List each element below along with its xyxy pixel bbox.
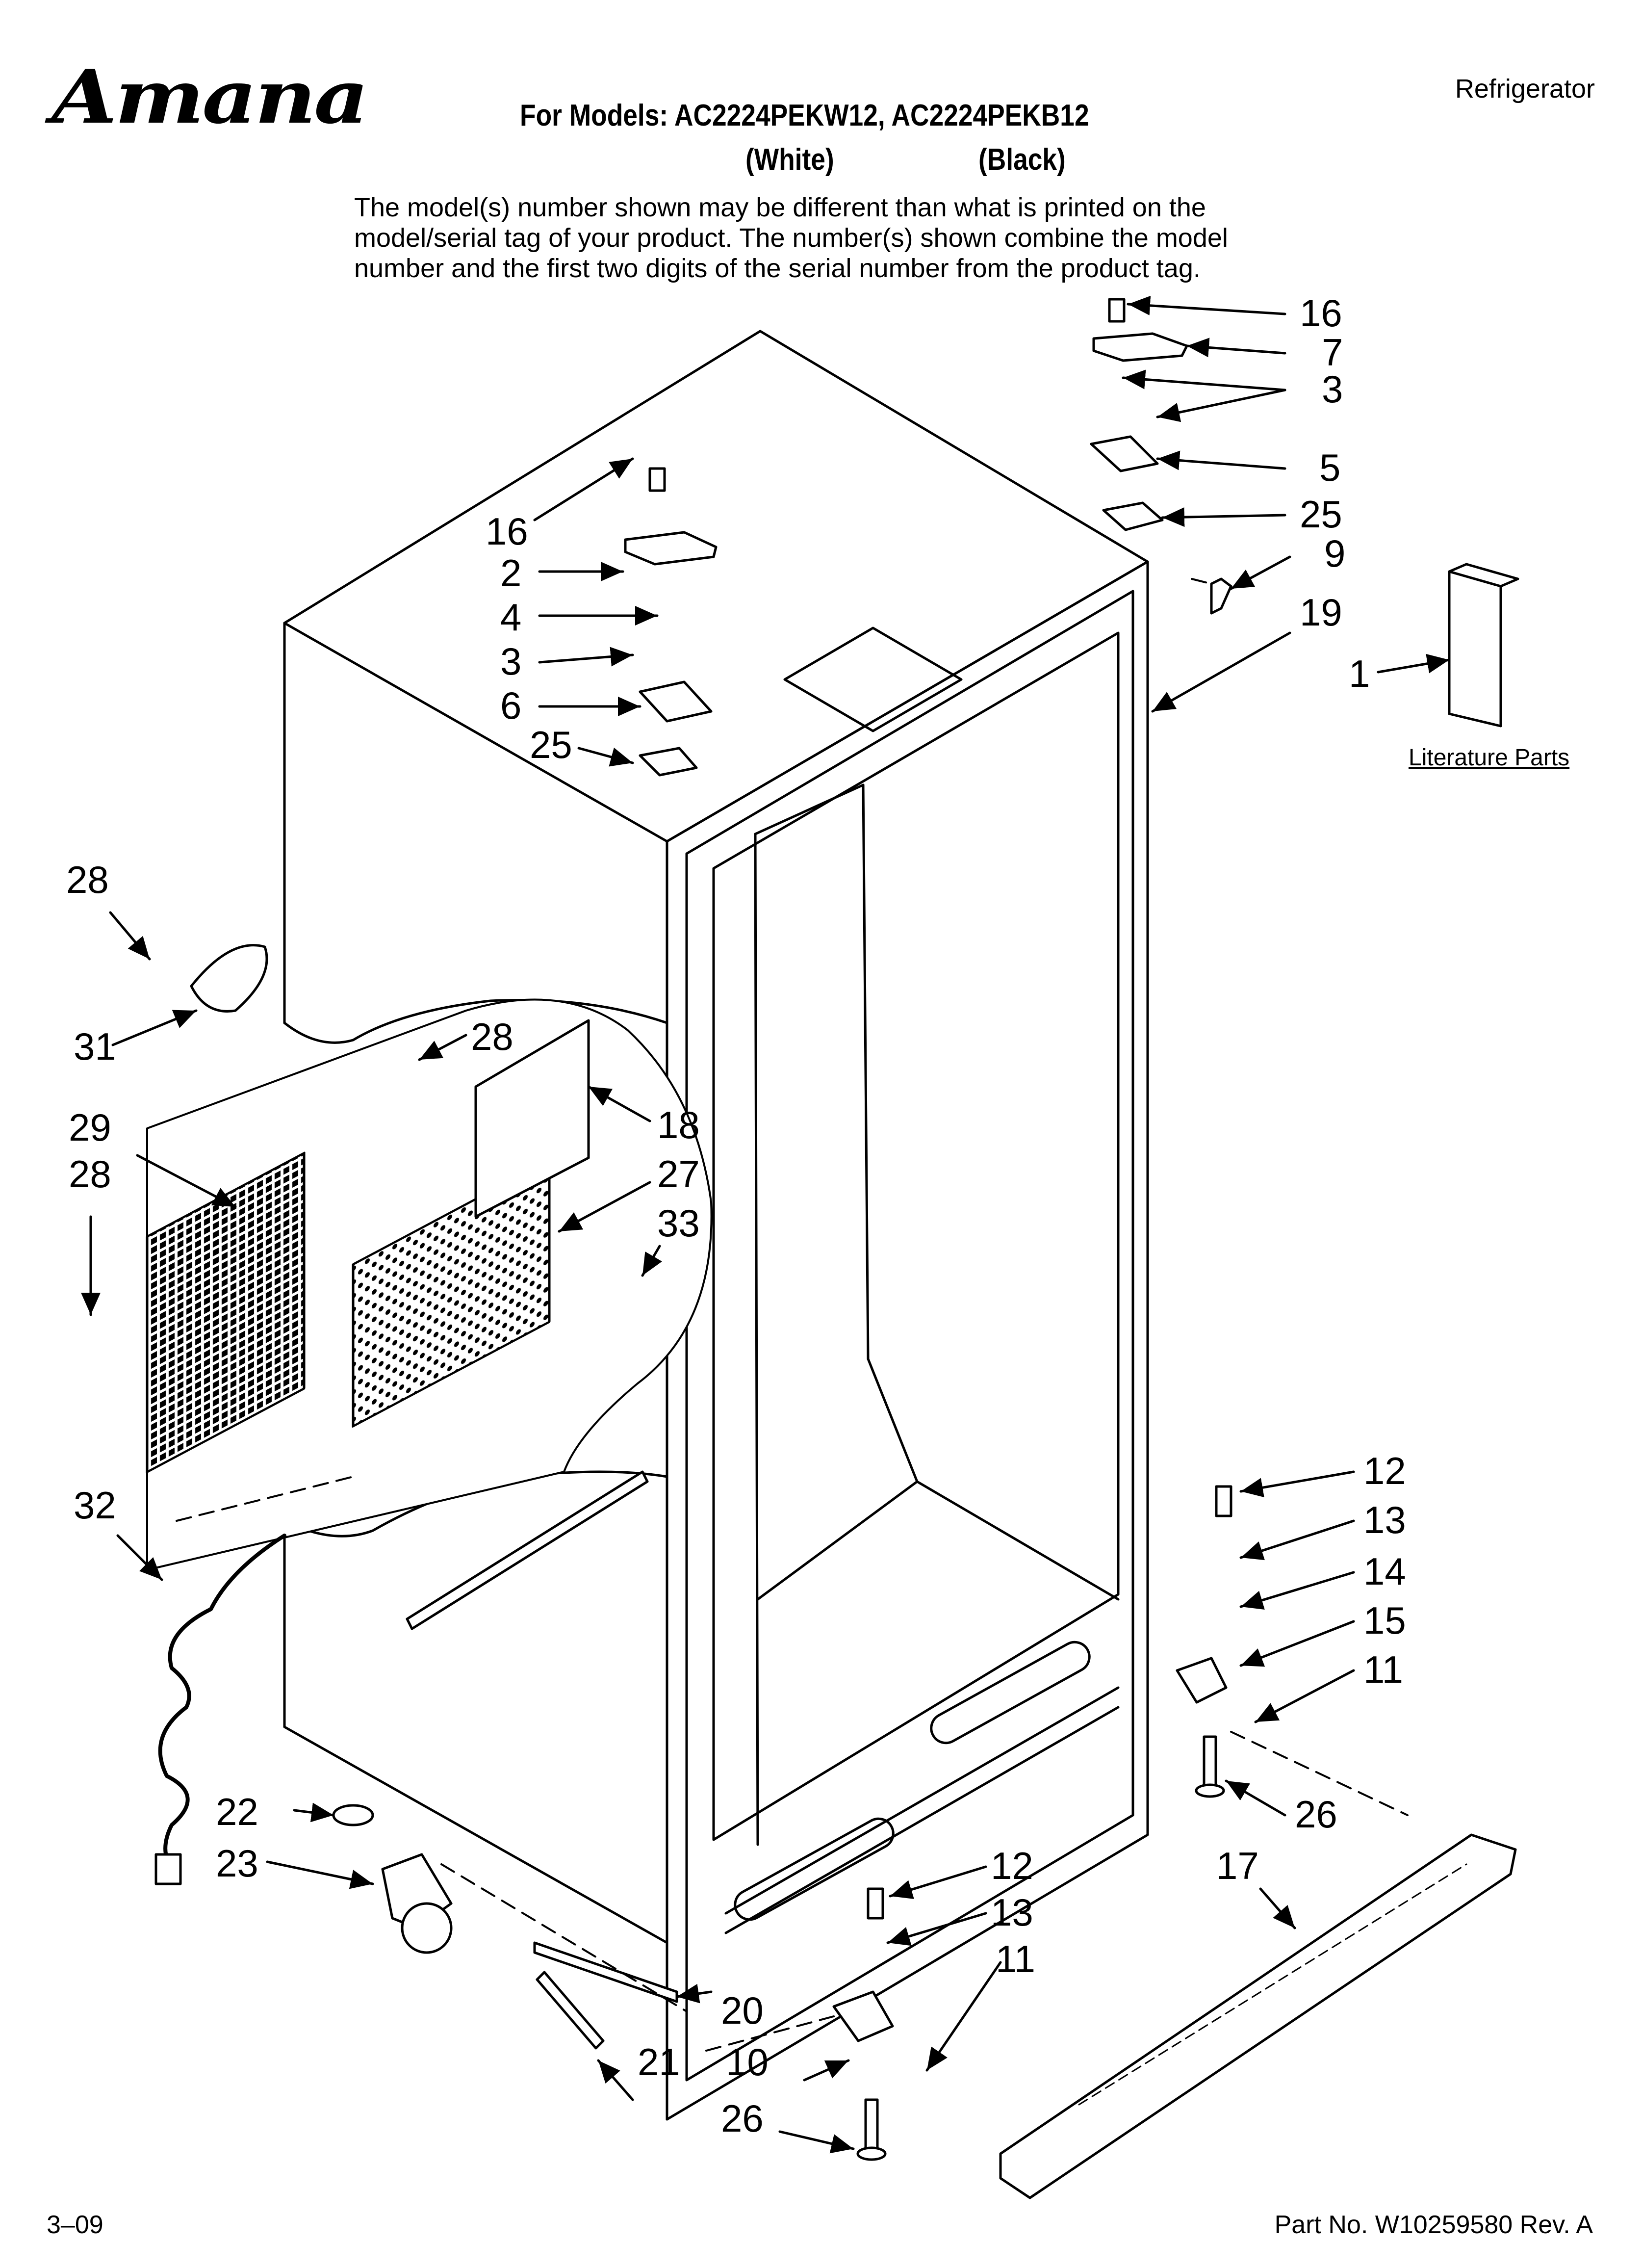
callout-29: 29 (69, 1106, 111, 1149)
condenser-filter-pad (352, 1158, 551, 1428)
base-grille (999, 1833, 1517, 2199)
callout-23: 23 (216, 1842, 258, 1885)
color-white-label: (White) (745, 143, 834, 177)
callout-19: 19 (1300, 591, 1342, 634)
callout-14: 14 (1363, 1550, 1406, 1593)
callout-3: 3 (500, 640, 521, 683)
callout-33: 33 (657, 1201, 700, 1245)
power-cord (158, 1534, 286, 1876)
callout-4: 4 (500, 596, 521, 639)
callout-2: 2 (500, 551, 521, 595)
bottom-hinge-right (1176, 1485, 1232, 1798)
callout-15: 15 (1363, 1599, 1406, 1642)
cord-clamp (190, 944, 268, 1013)
callout-28: 28 (69, 1152, 111, 1196)
note-line-3: number and the first two digits of the s… (354, 254, 1201, 283)
callout-11: 11 (1363, 1648, 1403, 1691)
filter-strip (406, 1470, 649, 1630)
bottom-hinge-left (832, 1887, 894, 2161)
amana-logo: Amana (51, 54, 369, 140)
assembly-lines (176, 578, 1409, 2052)
footer-date: 3–09 (47, 2211, 103, 2239)
callout-16: 16 (486, 510, 528, 553)
callout-13: 13 (991, 1891, 1033, 1934)
roller-and-leveler (332, 1804, 678, 2050)
callout-11: 11 (996, 1937, 1035, 1981)
power-plug (154, 1853, 182, 1885)
callout-16: 16 (1300, 291, 1342, 335)
callout-28: 28 (471, 1015, 513, 1058)
callout-5: 5 (1319, 446, 1340, 489)
note-line-2: model/serial tag of your product. The nu… (354, 223, 1228, 253)
callout-26: 26 (721, 2097, 764, 2140)
color-black-label: (Black) (978, 143, 1066, 177)
callout-13: 13 (1363, 1498, 1406, 1541)
literature-parts-label: Literature Parts (1409, 745, 1570, 771)
callout-12: 12 (991, 1844, 1033, 1887)
callout-6: 6 (500, 684, 521, 727)
models-title: For Models: AC2224PEKW12, AC2224PEKB12 (520, 99, 1089, 132)
literature-booklet (1448, 563, 1519, 728)
model-number-note: The model(s) number shown may be differe… (354, 192, 1335, 284)
callout-9: 9 (1324, 532, 1345, 575)
callout-1: 1 (1349, 652, 1370, 695)
bracket-18 (474, 1019, 590, 1218)
callout-12: 12 (1363, 1449, 1406, 1492)
callout-27: 27 (657, 1152, 700, 1196)
callout-25: 25 (1300, 493, 1342, 536)
callout-32: 32 (74, 1484, 116, 1527)
callout-17: 17 (1216, 1844, 1259, 1887)
callout-25: 25 (530, 723, 572, 766)
callout-10: 10 (726, 2040, 769, 2084)
callout-18: 18 (657, 1103, 700, 1147)
callout-21: 21 (638, 2040, 680, 2084)
callout-28: 28 (66, 858, 109, 901)
category-label: Refrigerator (1455, 74, 1595, 104)
callout-labels: 16 7 3 5 25 9 19 1 16 2 4 3 6 25 28 31 2… (66, 291, 1406, 2140)
callout-20: 20 (721, 1989, 764, 2032)
top-left-hinge-assembly (624, 467, 718, 777)
refrigerator-cabinet (283, 330, 1149, 2121)
leader-arrows (81, 295, 1451, 2154)
callout-31: 31 (74, 1025, 116, 1068)
callout-3: 3 (1322, 367, 1343, 411)
note-line-1: The model(s) number shown may be differe… (354, 193, 1206, 222)
callout-22: 22 (216, 1790, 258, 1833)
callout-7: 7 (1322, 331, 1343, 374)
footer-part-number: Part No. W10259580 Rev. A (1274, 2211, 1593, 2239)
callout-26: 26 (1295, 1793, 1337, 1836)
